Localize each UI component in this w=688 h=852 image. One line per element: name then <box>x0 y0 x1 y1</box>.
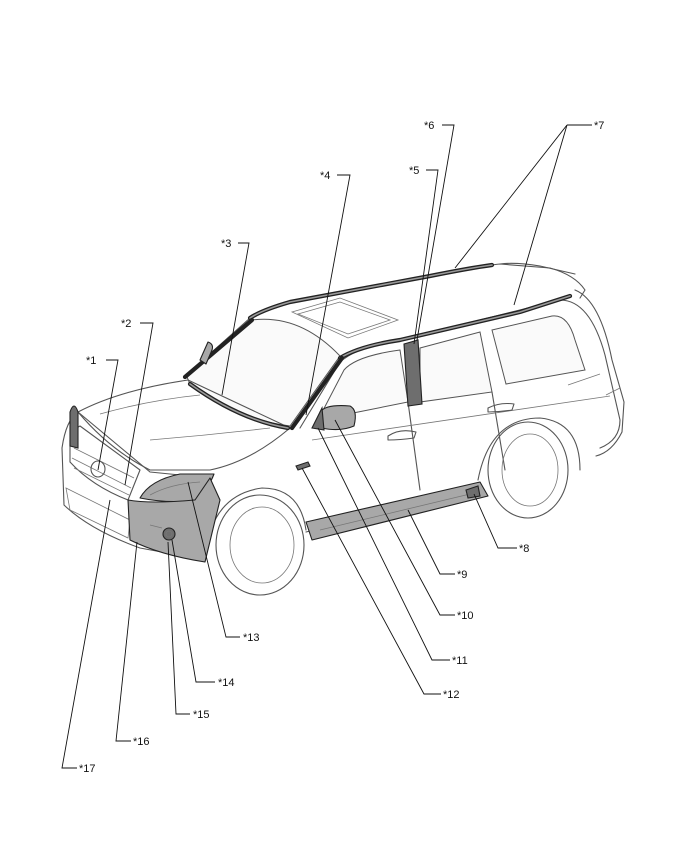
rocker-panel-moulding <box>305 481 489 541</box>
a-pillar-moulding <box>289 355 345 431</box>
callout-label: *3 <box>221 238 231 250</box>
callout-label: *8 <box>519 543 529 555</box>
outside-mirror <box>319 405 356 431</box>
callout-label: *5 <box>409 165 419 177</box>
callout-label: *1 <box>86 355 96 367</box>
callout-labels: *1 *2 *3 *4 *5 *6 *7 *8 *9 *10 *11 *12 *… <box>79 120 604 775</box>
side-turn-lamp <box>295 461 311 471</box>
callout-label: *2 <box>121 318 131 330</box>
callout-label: *12 <box>443 689 460 701</box>
rear-mudguard <box>465 485 481 499</box>
highlighted-parts <box>69 262 573 563</box>
windshield-moulding <box>182 317 255 380</box>
callout-label: *13 <box>243 632 260 644</box>
callout-label: *10 <box>457 610 474 622</box>
suv-body-outline <box>61 262 625 596</box>
fog-lamp <box>162 527 176 541</box>
callout-label: *7 <box>594 120 604 132</box>
callout-label: *9 <box>457 569 467 581</box>
b-pillar-garnish <box>403 339 423 407</box>
callout-label: *11 <box>452 655 468 667</box>
front-bumper-lower <box>127 477 221 563</box>
leader-lines <box>61 124 592 769</box>
callout-label: *6 <box>424 120 434 132</box>
callout-label: *15 <box>193 709 210 721</box>
callout-label: *4 <box>320 170 330 182</box>
callout-label: *14 <box>218 677 235 689</box>
callout-label: *17 <box>79 763 96 775</box>
callout-label: *16 <box>133 736 150 748</box>
hood-edge-garnish <box>69 405 79 449</box>
